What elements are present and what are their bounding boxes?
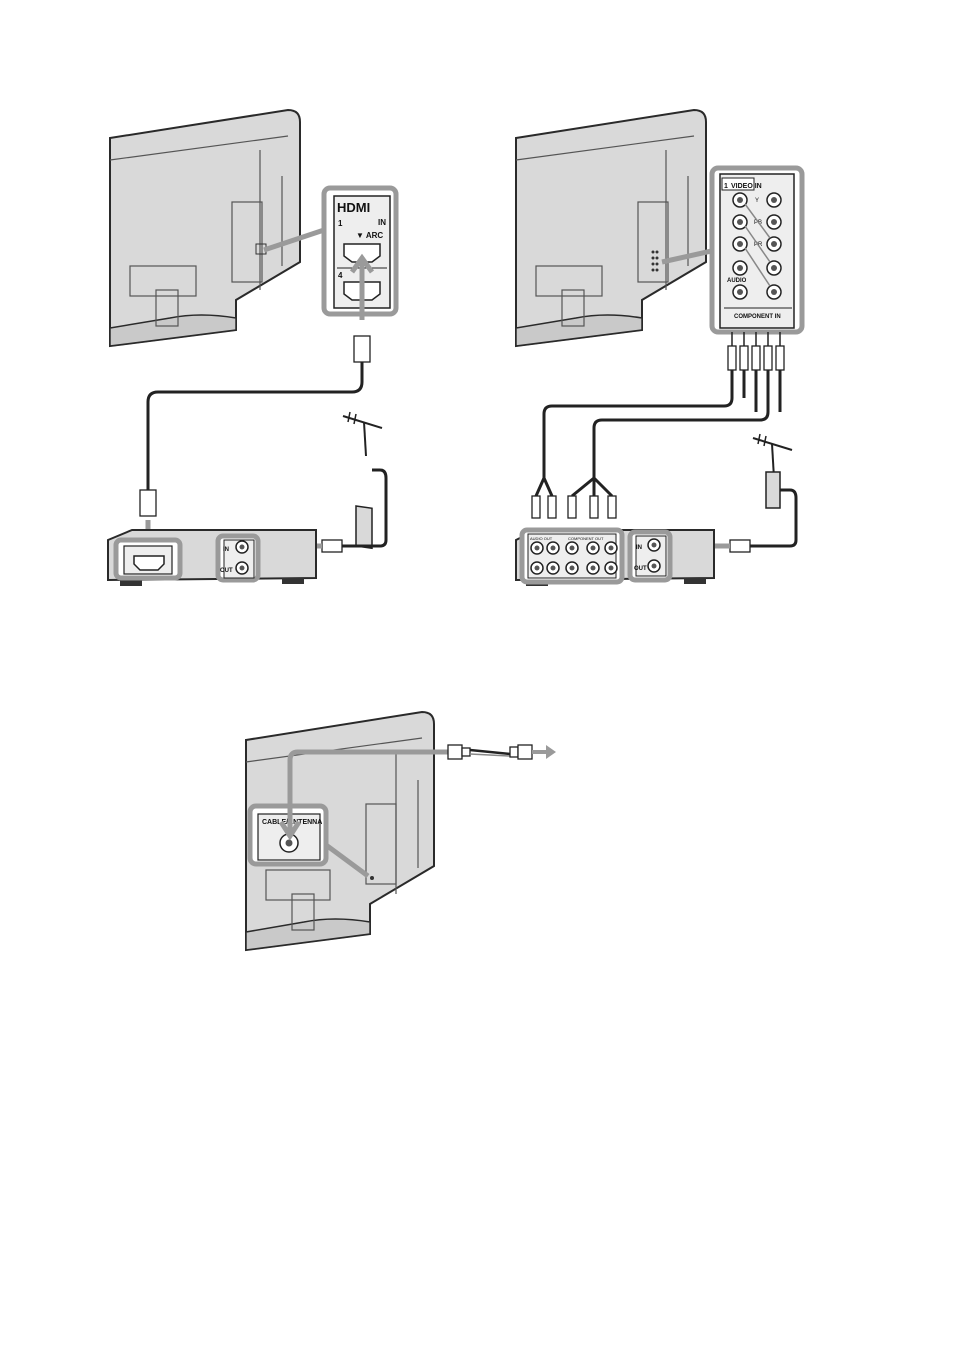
box1-out-label: OUT	[220, 568, 233, 574]
hdmi-plug-bottom	[140, 490, 156, 516]
component-y-label: Y	[755, 198, 759, 204]
box2-out-label: OUT	[634, 566, 647, 572]
hdmi-port1-number: 1	[338, 219, 343, 228]
box2-in-label: IN	[636, 545, 642, 551]
box1-in-label: IN	[223, 547, 229, 553]
rca-plugs-top	[728, 332, 784, 370]
component-header: VIDEO IN	[731, 183, 762, 190]
component-connection-figure: VIDEO IN 1 Y PB PR AUDIO COMPONENT IN	[516, 110, 802, 586]
hdmi-logo-sub: IN	[378, 218, 386, 227]
antenna-icon-2	[753, 434, 792, 508]
hdmi-port4-number: 4	[338, 271, 343, 280]
coax-plug-2	[730, 540, 750, 552]
hdmi-port1-label: ▼ ARC	[356, 231, 383, 240]
cable-box-component: AUDIO OUT COMPONENT OUT IN OUT	[516, 530, 714, 586]
component-footer: COMPONENT IN	[734, 314, 781, 320]
coax-plug-1	[322, 540, 342, 552]
tv-rear-hdmi	[110, 110, 300, 346]
hdmi-cable	[148, 362, 362, 490]
component-audio-label: AUDIO	[727, 278, 747, 284]
box2-audio-out-label: AUDIO OUT	[530, 536, 553, 541]
hdmi-logo: HDMI	[337, 200, 370, 215]
hdmi-connection-figure: HDMI IN 1 ▼ ARC 4	[108, 110, 396, 586]
cable-box-hdmi: IN OUT	[108, 530, 316, 586]
component-header-number: 1	[724, 183, 728, 190]
audio-cable	[544, 370, 732, 478]
antenna-icon	[343, 412, 382, 548]
coax-cable-antenna	[448, 745, 556, 759]
rca-plugs-bottom	[532, 496, 616, 518]
component-cable	[594, 370, 768, 478]
antenna-connection-figure: CABLE/ANTENNA	[246, 712, 556, 950]
tv-rear-component	[516, 110, 706, 346]
component-in-panel: VIDEO IN 1 Y PB PR AUDIO COMPONENT IN	[712, 168, 802, 332]
box2-component-out-label: COMPONENT OUT	[568, 536, 604, 541]
hdmi-plug-top	[354, 336, 370, 362]
